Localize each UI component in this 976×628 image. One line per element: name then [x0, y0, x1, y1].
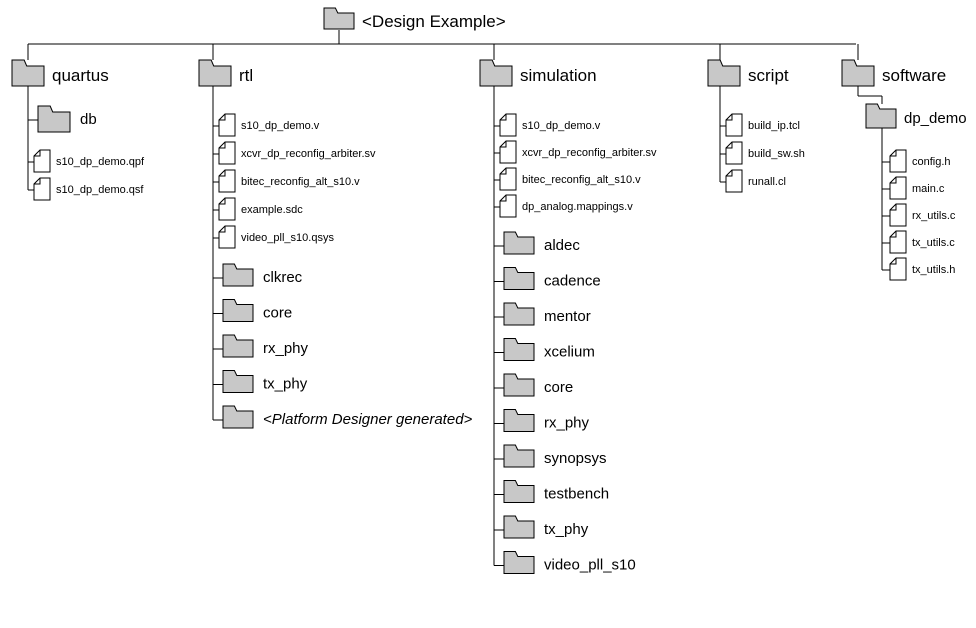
folder-label: rx_phy — [544, 415, 590, 432]
folder-label: aldec — [544, 237, 580, 254]
column-folder-icon — [198, 59, 232, 87]
file-icon — [33, 177, 51, 201]
column-folder-icon — [11, 59, 45, 87]
file-label: s10_dp_demo.v — [522, 120, 601, 132]
column-folder-icon — [479, 59, 513, 87]
folder-label: clkrec — [263, 269, 303, 286]
column-label-rtl: rtl — [239, 66, 253, 85]
folder-label: core — [544, 379, 573, 396]
file-label: bitec_reconfig_alt_s10.v — [522, 174, 641, 186]
file-icon — [725, 141, 743, 165]
column-label-software: software — [882, 66, 946, 85]
file-label: bitec_reconfig_alt_s10.v — [241, 176, 360, 188]
folder-icon — [503, 373, 535, 397]
folder-icon — [503, 480, 535, 503]
folder-label: testbench — [544, 486, 609, 503]
folder-label: tx_phy — [263, 376, 308, 393]
file-label: video_pll_s10.qsys — [241, 232, 334, 244]
folder-icon — [865, 103, 897, 129]
file-label: build_sw.sh — [748, 148, 805, 160]
file-icon — [218, 141, 236, 165]
folder-icon — [503, 515, 535, 539]
file-icon — [725, 113, 743, 137]
file-label: xcvr_dp_reconfig_arbiter.sv — [241, 148, 376, 160]
folder-label: mentor — [544, 308, 591, 325]
file-icon — [499, 140, 517, 164]
file-icon — [218, 197, 236, 221]
file-icon — [889, 149, 907, 173]
file-label: tx_utils.c — [912, 237, 955, 249]
folder-label: xcelium — [544, 344, 595, 361]
file-label: tx_utils.h — [912, 264, 955, 276]
folder-label: <Platform Designer generated> — [263, 411, 473, 428]
folder-label-dp_demo: dp_demo — [904, 110, 967, 127]
file-icon — [889, 176, 907, 200]
file-label: main.c — [912, 183, 945, 195]
root-folder-icon — [323, 7, 355, 30]
folder-icon — [222, 334, 254, 358]
folder-label: core — [263, 305, 292, 322]
folder-icon — [503, 231, 535, 255]
column-folder-icon — [707, 59, 741, 87]
folder-label: synopsys — [544, 450, 607, 467]
file-label: build_ip.tcl — [748, 120, 800, 132]
file-label: runall.cl — [748, 176, 786, 188]
root-label: <Design Example> — [362, 12, 506, 31]
column-folder-icon — [841, 59, 875, 87]
column-label-simulation: simulation — [520, 66, 597, 85]
folder-icon — [37, 105, 71, 133]
folder-label: rx_phy — [263, 340, 309, 357]
file-label: example.sdc — [241, 204, 303, 216]
file-icon — [33, 149, 51, 173]
folder-icon — [222, 370, 254, 393]
folder-icon — [503, 444, 535, 468]
folder-label: tx_phy — [544, 521, 589, 538]
file-icon — [889, 203, 907, 227]
file-icon — [218, 169, 236, 193]
file-label: config.h — [912, 156, 951, 168]
file-icon — [889, 257, 907, 281]
file-icon — [499, 167, 517, 191]
folder-icon — [222, 299, 254, 322]
tree-nodes: <Design Example> quartus db s10_dp_demo.qpf… — [11, 7, 967, 574]
column-label-script: script — [748, 66, 789, 85]
folder-icon — [503, 302, 535, 326]
folder-icon — [503, 551, 535, 574]
column-label-quartus: quartus — [52, 66, 109, 85]
folder-label: cadence — [544, 273, 601, 290]
file-label: s10_dp_demo.qpf — [56, 156, 145, 168]
folder-label: db — [80, 111, 97, 128]
file-label: rx_utils.c — [912, 210, 956, 222]
file-label: xcvr_dp_reconfig_arbiter.sv — [522, 147, 657, 159]
file-icon — [725, 169, 743, 193]
folder-icon — [222, 263, 254, 287]
folder-icon — [503, 338, 535, 361]
file-icon — [499, 194, 517, 218]
tree-connectors — [27, 30, 890, 566]
file-icon — [218, 113, 236, 137]
file-label: s10_dp_demo.qsf — [56, 184, 144, 196]
folder-icon — [503, 409, 535, 432]
file-icon — [218, 225, 236, 249]
file-icon — [889, 230, 907, 254]
file-label: s10_dp_demo.v — [241, 120, 320, 132]
folder-icon — [222, 405, 254, 429]
file-label: dp_analog.mappings.v — [522, 201, 633, 213]
file-icon — [499, 113, 517, 137]
folder-label: video_pll_s10 — [544, 557, 636, 574]
folder-icon — [503, 267, 535, 290]
